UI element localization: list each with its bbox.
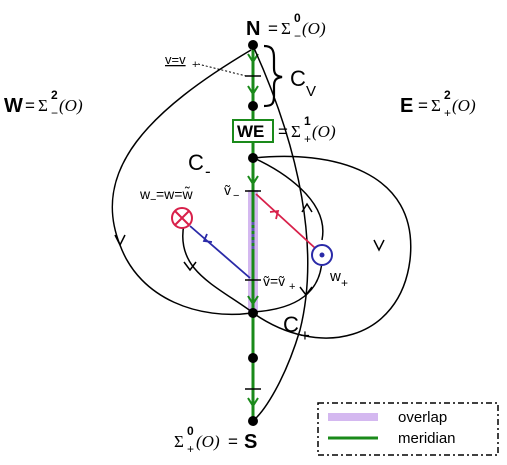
orbit-north-west bbox=[111, 49, 253, 316]
c-plus-label: C bbox=[283, 312, 299, 337]
orbit-w-minus-loop bbox=[181, 223, 253, 313]
west-eq: = bbox=[25, 96, 35, 115]
south-eq: = bbox=[228, 432, 238, 451]
blue-orbit-arrow bbox=[202, 233, 213, 243]
w-plus-sub: + bbox=[341, 276, 348, 290]
orbit-c-minus-w-plus bbox=[253, 157, 324, 241]
node-mid-lower bbox=[248, 353, 258, 363]
east-label: E bbox=[400, 95, 413, 117]
w-minus-sub: − bbox=[150, 194, 156, 206]
north-sigma: Σ bbox=[281, 19, 291, 38]
w-minus-rest: =w=w̃ bbox=[156, 186, 193, 202]
we-eq: = bbox=[278, 122, 288, 141]
we-box bbox=[232, 119, 274, 143]
v-tilde-minus-sub: − bbox=[233, 190, 239, 202]
west-sup: 2 bbox=[51, 88, 58, 102]
node-w-minus-cross-2 bbox=[174, 210, 190, 226]
orbit-arrow-left-lower bbox=[183, 261, 197, 272]
legend-overlap-label: overlap bbox=[398, 409, 447, 426]
v-tilde-eq-label: ṽ=ṽ bbox=[263, 273, 285, 289]
node-w-plus-dot bbox=[319, 252, 325, 258]
we-sub: + bbox=[304, 132, 311, 146]
orbit-c-minus-east bbox=[252, 155, 412, 339]
w-plus-label: w bbox=[329, 268, 341, 285]
legend-meridian-label: meridian bbox=[398, 430, 456, 447]
south-sigma: Σ bbox=[174, 432, 184, 451]
orbit-w-plus-loop bbox=[252, 259, 323, 313]
meridian-arrow-1 bbox=[247, 53, 259, 64]
node-north bbox=[248, 40, 258, 50]
v-tilde-eq-sub: + bbox=[289, 281, 295, 293]
west-arg: (O) bbox=[59, 96, 83, 115]
blue-orbit bbox=[189, 225, 251, 279]
west-sub: − bbox=[51, 106, 58, 120]
east-sup: 2 bbox=[444, 88, 451, 102]
north-arg: (O) bbox=[302, 19, 326, 38]
v-eq-v-plus-sub: + bbox=[192, 59, 198, 71]
orbit-arrow-left bbox=[114, 234, 126, 247]
c-minus-label: C bbox=[188, 150, 204, 175]
red-orbit-arrow bbox=[269, 209, 280, 220]
north-sup: 0 bbox=[294, 11, 301, 25]
node-south bbox=[248, 416, 258, 426]
meridian-arrow-4 bbox=[247, 295, 259, 306]
we-sigma: Σ bbox=[291, 122, 301, 141]
red-orbit bbox=[255, 193, 316, 249]
v-eq-v-plus-label: v=v bbox=[165, 52, 186, 67]
legend-box bbox=[317, 402, 499, 456]
south-label: S bbox=[244, 431, 257, 453]
west-label: W bbox=[4, 95, 23, 117]
orbit-arrow-right bbox=[373, 239, 385, 252]
legend-overlap-swatch bbox=[328, 413, 378, 421]
we-label: WE bbox=[237, 122, 264, 141]
v-tilde-minus-label: ṽ bbox=[224, 182, 231, 198]
orbit-arrow-right-lower bbox=[299, 286, 313, 297]
node-c-v-bottom bbox=[248, 101, 258, 111]
c-plus-sub: + bbox=[300, 326, 310, 345]
meridian-arrow-2 bbox=[247, 85, 259, 96]
we-sup: 1 bbox=[304, 114, 311, 128]
c-v-sub: V bbox=[306, 83, 316, 100]
south-arg: (O) bbox=[196, 432, 220, 451]
east-arg: (O) bbox=[452, 96, 476, 115]
v-plus-pointer bbox=[197, 63, 247, 77]
west-sigma: Σ bbox=[38, 96, 48, 115]
north-label: N bbox=[246, 18, 260, 40]
east-sub: + bbox=[444, 106, 451, 120]
c-minus-sub: - bbox=[205, 162, 211, 181]
south-sub: + bbox=[187, 442, 194, 456]
east-eq: = bbox=[418, 96, 428, 115]
meridian-arrow-5 bbox=[247, 397, 259, 408]
south-sup: 0 bbox=[187, 424, 194, 438]
c-v-label: C bbox=[290, 66, 306, 91]
east-sigma: Σ bbox=[431, 96, 441, 115]
node-c-plus-top bbox=[248, 308, 258, 318]
node-c-minus bbox=[248, 153, 258, 163]
we-arg: (O) bbox=[312, 122, 336, 141]
c-v-brace bbox=[263, 44, 283, 108]
orbit-arrow-upper-right bbox=[301, 202, 313, 213]
meridian-arrow-3 bbox=[247, 175, 259, 186]
north-sub: − bbox=[294, 29, 301, 43]
north-eq: = bbox=[268, 19, 278, 38]
legend: overlap meridian bbox=[317, 402, 499, 456]
w-minus-label: w bbox=[139, 186, 151, 202]
